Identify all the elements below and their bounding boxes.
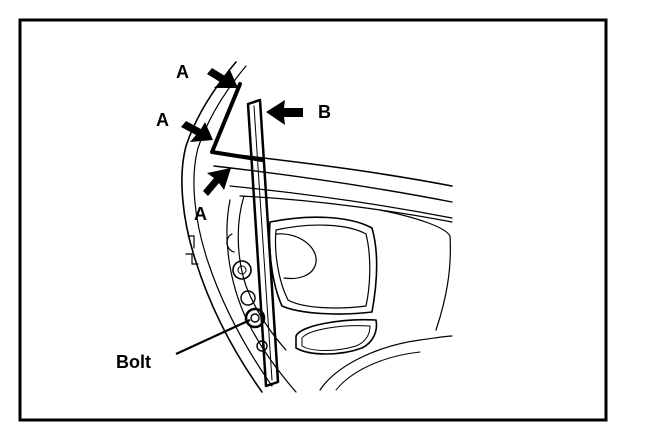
label-a-middle: A <box>156 110 169 130</box>
lower-opening-inner <box>301 325 371 351</box>
bracket-1 <box>187 235 195 249</box>
hole-1 <box>232 260 252 280</box>
label-bolt: Bolt <box>116 352 151 372</box>
bolt-circle <box>244 307 266 329</box>
bracket-2 <box>185 253 199 265</box>
hole-1-inner <box>237 265 247 275</box>
service-opening-lobe <box>275 233 317 280</box>
service-opening <box>268 216 378 315</box>
belt-line-upper <box>211 151 453 187</box>
bolt-leader-line <box>175 319 251 355</box>
service-opening-inner <box>274 224 371 309</box>
arrow-a-bottom <box>203 168 231 196</box>
door-outer-edge <box>181 61 263 393</box>
hole-3 <box>256 340 268 352</box>
bolt-circle-inner <box>250 313 260 323</box>
door-outer-edge-inner <box>193 65 273 387</box>
label-a-top: A <box>176 62 189 82</box>
lower-curved-panel-2 <box>335 351 421 391</box>
arrow-a-middle <box>181 121 213 142</box>
glass-run-channel-inner <box>253 105 273 381</box>
arrow-b <box>266 100 303 125</box>
bracket-3 <box>226 233 235 253</box>
right-panel-edge <box>379 209 451 331</box>
belt-line-mid <box>213 165 453 203</box>
glass-run-channel <box>246 98 280 388</box>
lower-opening <box>295 318 378 355</box>
diagram-frame <box>18 18 608 422</box>
window-frame-triangle <box>210 82 264 162</box>
callout-arrows <box>181 68 303 196</box>
arrow-a-top <box>207 68 238 88</box>
label-b: B <box>318 102 331 122</box>
lower-curved-panel <box>319 335 453 391</box>
belt-line-lower <box>229 185 453 219</box>
inner-panel-top <box>239 195 453 223</box>
door-drawing <box>181 61 453 393</box>
label-a-bottom: A <box>194 204 207 224</box>
hole-2 <box>240 290 256 306</box>
inner-panel-curve <box>237 195 287 351</box>
